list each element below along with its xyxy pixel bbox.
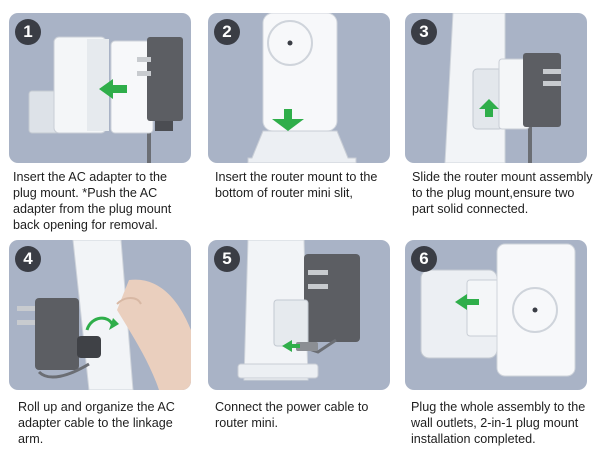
step-number-badge: 2 <box>214 19 240 45</box>
step-number-badge: 4 <box>15 246 41 272</box>
down-arrow-icon <box>272 109 304 131</box>
step-caption: Connect the power cable to router mini. <box>215 400 369 430</box>
step-number-badge: 3 <box>411 19 437 45</box>
step-5-illustration <box>237 240 360 381</box>
step-4-illustration <box>17 240 191 390</box>
step-1-illustration <box>28 36 183 163</box>
step-6-illustration <box>420 243 576 377</box>
step-caption: Plug the whole assembly to the wall outl… <box>411 400 586 446</box>
step-number-badge: 1 <box>15 19 41 45</box>
step-4-image: 4 <box>9 240 191 390</box>
step-caption: Roll up and organize the AC adapter cabl… <box>18 400 175 446</box>
up-arrow-icon <box>479 99 499 117</box>
left-arrow-icon <box>455 294 479 310</box>
step-caption: Insert the router mount to the bottom of… <box>215 170 378 200</box>
step-3-illustration <box>444 13 561 163</box>
left-arrow-icon <box>282 340 300 352</box>
step-caption: Slide the router mount assembly to the p… <box>412 170 593 216</box>
step-caption: Insert the AC adapter to the plug mount.… <box>13 170 172 232</box>
step-3-image: 3 <box>405 13 587 163</box>
left-arrow-icon <box>99 79 127 99</box>
step-2-image: 2 <box>208 13 390 163</box>
step-2-illustration <box>247 13 357 163</box>
step-number-badge: 6 <box>411 246 437 272</box>
step-6-image: 6 <box>405 240 587 390</box>
step-5-image: 5 <box>208 240 390 390</box>
step-number-badge: 5 <box>214 246 240 272</box>
step-1-image: 1 <box>9 13 191 163</box>
